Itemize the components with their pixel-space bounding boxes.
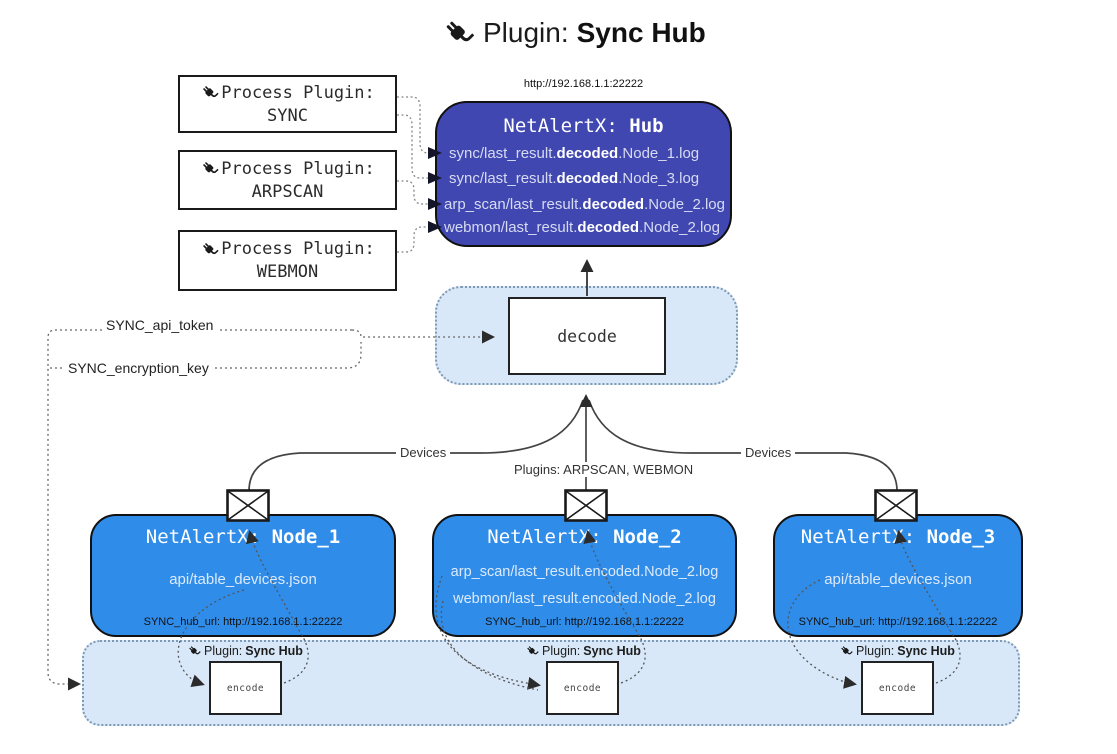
strip-plugin-name: Sync Hub: [897, 644, 955, 658]
hub-log-text: sync/last_result.: [449, 145, 557, 162]
node-2-box: NetAlertX: Node_2 arp_scan/last_result.e…: [432, 514, 737, 637]
edge-webmon-to-hub: [397, 226, 428, 253]
strip-plugin-text: Plugin:: [542, 644, 581, 658]
hub-log-line: sync/last_result.decoded.Node_1.log: [449, 145, 726, 165]
encode-label: encode: [563, 682, 602, 694]
edge-sync-to-hub-2: [397, 114, 428, 179]
hub-log-line: arp_scan/last_result.decoded.Node_2.log: [444, 196, 726, 216]
strip-plugin-name: Sync Hub: [245, 644, 303, 658]
process-plugin-label: Process Plugin:: [221, 239, 375, 259]
hub-url-label: http://192.168.1.1:22222: [523, 78, 644, 90]
sync-api-token-label: SYNC_api_token: [102, 317, 218, 333]
process-plugin-name: WEBMON: [256, 262, 319, 282]
hub-log-line: sync/last_result.decoded.Node_3.log: [449, 170, 726, 190]
node-1-file: api/table_devices.json: [169, 571, 317, 588]
edge-arpscan-to-hub: [397, 180, 428, 205]
hub-log-text: .Node_1.log: [618, 145, 700, 162]
envelope-icon: [564, 489, 608, 522]
hub-log-bold: decoded: [556, 145, 619, 162]
edge-label-devices-right: Devices: [741, 445, 796, 460]
hub-log-bold: decoded: [556, 170, 619, 187]
process-plugin-box-arpscan: Process Plugin: ARPSCAN: [178, 150, 397, 210]
hub-log-bold: decoded: [582, 196, 645, 213]
hub-title-name: Hub: [629, 115, 664, 137]
node-3-hub-url: SYNC_hub_url: http://192.168.1.1:22222: [798, 616, 998, 628]
plug-icon: [200, 240, 219, 259]
process-plugin-label: Process Plugin:: [221, 158, 375, 179]
process-plugin-name: ARPSCAN: [251, 181, 324, 202]
hub-log-text: .Node_2.log: [644, 196, 725, 213]
edge-sync-to-hub-1: [397, 96, 429, 154]
hub-title: NetAlertX: Hub: [437, 115, 730, 137]
strip-plugin-name: Sync Hub: [583, 644, 641, 658]
hub-title-label: NetAlertX:: [503, 115, 618, 137]
sync-encryption-key-label: SYNC_encryption_key: [64, 360, 213, 376]
node-3-file: api/table_devices.json: [824, 571, 972, 588]
page-title-name: Sync Hub: [576, 17, 706, 48]
plug-icon: [187, 644, 201, 658]
hub-log-text: webmon/last_result.: [444, 219, 578, 236]
node-title-name: Node_2: [613, 526, 682, 548]
envelope-icon: [226, 489, 270, 522]
node-title-label: NetAlertX:: [487, 526, 602, 548]
hub-log-text: .Node_3.log: [618, 170, 700, 187]
process-plugin-label: Process Plugin:: [221, 82, 375, 103]
page-title: Plugin:Sync Hub: [441, 16, 706, 50]
node-2-title: NetAlertX: Node_2: [434, 526, 735, 548]
node-3-title: NetAlertX: Node_3: [775, 526, 1021, 548]
plug-icon: [525, 644, 539, 658]
strip-plugin-label-2: Plugin:Sync Hub: [498, 644, 668, 658]
process-plugin-box-sync: Process Plugin: SYNC: [178, 75, 397, 133]
node-2-hub-url: SYNC_hub_url: http://192.168.1.1:22222: [485, 616, 684, 628]
edge-label-plugins: Plugins: ARPSCAN, WEBMON: [510, 462, 698, 477]
encode-box-3: encode: [861, 661, 934, 715]
plug-icon: [200, 83, 219, 102]
encode-label: encode: [226, 682, 265, 694]
envelope-icon: [874, 489, 918, 522]
process-plugin-name: SYNC: [267, 105, 308, 126]
node-title-label: NetAlertX:: [145, 526, 261, 548]
decode-box: decode: [508, 297, 666, 375]
node-title-name: Node_3: [926, 526, 996, 548]
node-1-title: NetAlertX: Node_1: [92, 526, 394, 548]
strip-plugin-text: Plugin:: [856, 644, 895, 658]
plug-icon: [441, 16, 475, 50]
strip-plugin-label-3: Plugin:Sync Hub: [812, 644, 982, 658]
hub-log-text: arp_scan/last_result.: [444, 196, 583, 213]
hub-log-bold: decoded: [577, 219, 640, 236]
node-1-box: NetAlertX: Node_1 api/table_devices.json…: [90, 514, 396, 637]
hub-box: NetAlertX: Hub sync/last_result.decoded.…: [435, 101, 732, 247]
strip-plugin-text: Plugin:: [204, 644, 243, 658]
strip-plugin-label-1: Plugin:Sync Hub: [160, 644, 330, 658]
edge-label-devices-left: Devices: [396, 445, 451, 460]
decode-label: decode: [557, 326, 617, 346]
node-2-file: arp_scan/last_result.encoded.Node_2.log: [450, 564, 719, 580]
node-2-file: webmon/last_result.encoded.Node_2.log: [453, 591, 716, 607]
node-title-name: Node_1: [271, 526, 341, 548]
process-plugin-box-webmon: Process Plugin: WEBMON: [178, 230, 397, 291]
node-3-box: NetAlertX: Node_3 api/table_devices.json…: [773, 514, 1023, 637]
node-1-hub-url: SYNC_hub_url: http://192.168.1.1:22222: [143, 616, 343, 628]
node-title-label: NetAlertX:: [800, 526, 916, 548]
plug-icon: [839, 644, 853, 658]
encode-label: encode: [878, 682, 917, 694]
encode-box-2: encode: [546, 661, 619, 715]
encode-box-1: encode: [209, 661, 282, 715]
hub-log-text: .Node_2.log: [639, 219, 720, 236]
plug-icon: [200, 159, 219, 178]
hub-log-line: webmon/last_result.decoded.Node_2.log: [444, 219, 726, 239]
hub-log-text: sync/last_result.: [449, 170, 557, 187]
page-title-label: Plugin:: [483, 17, 569, 48]
